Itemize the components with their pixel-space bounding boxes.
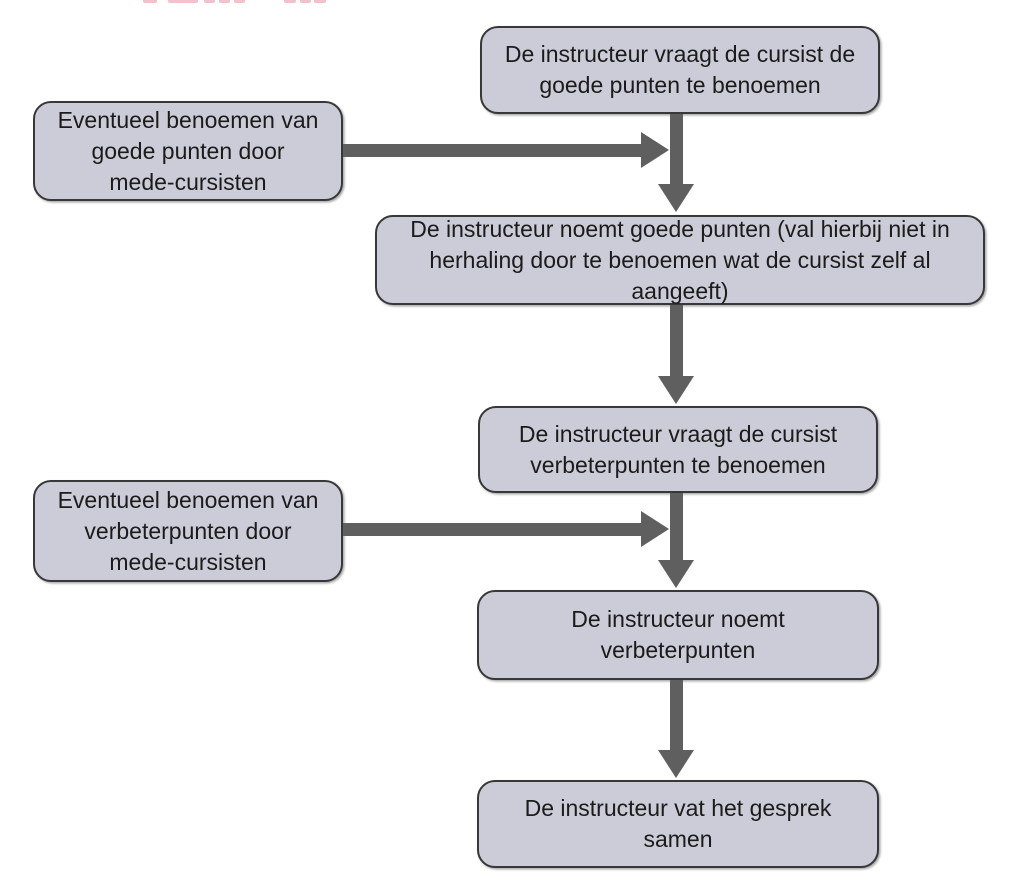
clipped-heading-mark xyxy=(219,0,230,3)
arrow-shaft xyxy=(669,114,683,184)
side-note-1-box: Eventueel benoemen van goede punten door… xyxy=(33,101,343,201)
side-note-1-arrow xyxy=(343,132,669,168)
arrow-step1-step2 xyxy=(658,114,694,212)
clipped-heading-mark xyxy=(300,0,311,3)
arrow-step4-step5 xyxy=(658,680,694,778)
arrow-head-down-icon xyxy=(658,750,694,778)
clipped-heading-mark xyxy=(284,0,296,3)
flow-step-3-box: De instructeur vraagt de cursist verbete… xyxy=(478,406,878,493)
arrow-head-right-icon xyxy=(641,511,669,547)
flow-step-5-label: De instructeur vat het gesprek samen xyxy=(524,795,832,852)
clipped-heading-mark xyxy=(143,0,157,3)
flow-step-1-label: De instructeur vraagt de cursist de goed… xyxy=(504,41,856,98)
flow-step-4-box: De instructeur noemt verbeterpunten xyxy=(477,590,879,680)
flow-step-2-box: De instructeur noemt goede punten (val h… xyxy=(375,215,985,305)
arrow-head-right-icon xyxy=(641,132,669,168)
flow-step-4-label: De instructeur noemt verbeterpunten xyxy=(571,606,785,663)
arrow-head-down-icon xyxy=(658,184,694,212)
arrow-step2-step3 xyxy=(658,305,694,404)
side-note-2-arrow xyxy=(343,511,669,547)
arrow-head-down-icon xyxy=(658,376,694,404)
side-note-2-box: Eventueel benoemen van verbeterpunten do… xyxy=(33,480,343,582)
side-note-1-label: Eventueel benoemen van goede punten door… xyxy=(57,106,319,195)
flow-step-3-label: De instructeur vraagt de cursist verbete… xyxy=(518,420,838,478)
clipped-heading-mark xyxy=(234,0,245,3)
flow-step-1-box: De instructeur vraagt de cursist de goed… xyxy=(480,26,880,114)
arrow-shaft xyxy=(343,143,641,157)
clipped-heading-mark xyxy=(314,0,326,3)
arrow-shaft xyxy=(343,522,641,536)
flow-step-5-box: De instructeur vat het gesprek samen xyxy=(477,780,879,868)
clipped-heading-mark xyxy=(204,0,215,3)
arrow-step3-step4 xyxy=(658,493,694,588)
arrow-shaft xyxy=(669,305,683,376)
side-note-2-label: Eventueel benoemen van verbeterpunten do… xyxy=(57,486,319,575)
flow-step-2-label: De instructeur noemt goede punten (val h… xyxy=(410,215,950,304)
clipped-heading-mark xyxy=(168,0,198,3)
arrow-shaft xyxy=(669,493,683,560)
arrow-head-down-icon xyxy=(658,560,694,588)
arrow-shaft xyxy=(669,680,683,750)
